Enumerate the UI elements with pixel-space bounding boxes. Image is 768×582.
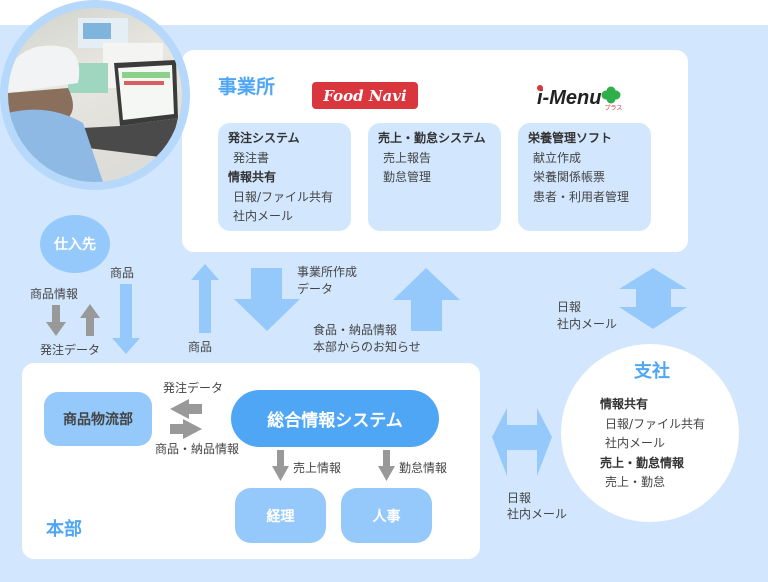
box-item: 献立作成 [533,150,582,165]
office-title: 事業所 [218,76,276,98]
gray-arrow-down-icon [46,305,66,336]
office-photo [0,0,190,190]
gray-arrow-left-icon [170,399,202,419]
label-hq-info-2: 本部からのお知らせ [313,340,421,354]
label-hq-branch-1: 日報 [507,491,532,505]
box-heading: 栄養管理ソフト [528,131,613,145]
office-box-ordering: 発注システム 発注書 情報共有 日報/ファイル共有 社内メール [218,123,351,231]
foodnavi-logo: Food Navi [312,82,418,109]
branch-info-list: 情報共有 日報/ファイル共有 社内メール 売上・勤怠情報 売上・勤怠 [600,395,705,493]
box-heading: 売上・勤怠システム [378,131,486,145]
logistics-node: 商品物流部 [44,392,152,446]
imenu-dot-icon [537,85,543,91]
hq-title: 本部 [46,519,82,540]
label-supplier-info: 商品情報 [30,287,79,301]
box-item: 日報/ファイル共有 [233,189,334,204]
gray-arrow-down-attendance-icon [378,450,395,481]
label-branch-office-2: 社内メール [557,317,618,331]
branch-item: 社内メール [605,436,666,450]
label-branch-office-1: 日報 [557,300,582,314]
branch-heading: 情報共有 [600,397,649,411]
box-item: 社内メール [233,209,294,223]
label-hq-branch-2: 社内メール [507,507,568,521]
imenu-logo: i-Menu プラス [537,82,623,112]
label-hq-info-1: 食品・納品情報 [313,323,398,337]
label-goods-delivery-info: 商品・納品情報 [155,442,240,456]
label-attendance-info: 勤怠情報 [399,461,448,475]
integrated-system-label: 総合情報システム [267,411,403,431]
integrated-system-node: 総合情報システム [231,390,439,447]
hr-node: 人事 [341,488,432,543]
gray-arrow-up-icon [80,304,100,336]
label-office-data-2: データ [297,282,334,296]
supplier-label: 仕入先 [54,237,96,253]
branch-item: 日報/ファイル共有 [605,416,706,431]
branch-node [561,344,739,522]
box-heading: 情報共有 [228,170,277,184]
hr-label: 人事 [372,508,401,525]
blue-arrow-up-hq-info-icon [393,268,460,331]
supplier-node: 仕入先 [40,215,110,273]
imenu-plus-label: プラス [604,105,623,112]
box-item: 売上報告 [383,150,432,165]
branch-item: 売上・勤怠 [605,475,666,489]
branch-heading: 売上・勤怠情報 [600,455,685,470]
blue-double-arrow-vertical-icon [619,268,687,329]
foodnavi-logo-text: Food Navi [323,86,407,105]
label-goods-down: 商品 [110,266,135,280]
imenu-logo-text: i-Menu [537,87,602,109]
gray-arrow-down-sales-icon [272,450,289,481]
box-item: 発注書 [233,150,270,165]
accounting-label: 経理 [266,508,295,525]
photo-illustration [8,8,182,182]
box-item: 患者・利用者管理 [533,189,630,204]
photo-scene [8,8,182,182]
blue-arrow-down-office-data-icon [234,268,300,331]
label-goods-up: 商品 [188,340,213,354]
label-order-data-supplier: 発注データ [40,343,101,357]
branch-title: 支社 [634,361,670,382]
label-office-data-1: 事業所作成 [297,265,358,279]
blue-arrow-down-supplier-icon [112,284,140,354]
office-box-sales: 売上・勤怠システム 売上報告 勤怠管理 [368,123,501,231]
logistics-label: 商品物流部 [63,412,133,428]
gray-arrow-right-icon [170,419,202,439]
office-box-nutrition: 栄養管理ソフト 献立作成 栄養関係帳票 患者・利用者管理 [518,123,651,231]
clover-plus-icon: プラス [600,86,623,112]
box-item: 栄養関係帳票 [533,170,606,184]
box-heading: 発注システム [228,131,300,145]
blue-arrow-up-goods-icon [191,264,219,333]
label-order-data-logistics: 発注データ [163,381,224,395]
box-item: 勤怠管理 [383,170,432,184]
accounting-node: 経理 [235,488,326,543]
blue-double-arrow-horizontal-icon [492,408,552,476]
label-sales-info: 売上情報 [293,461,342,475]
